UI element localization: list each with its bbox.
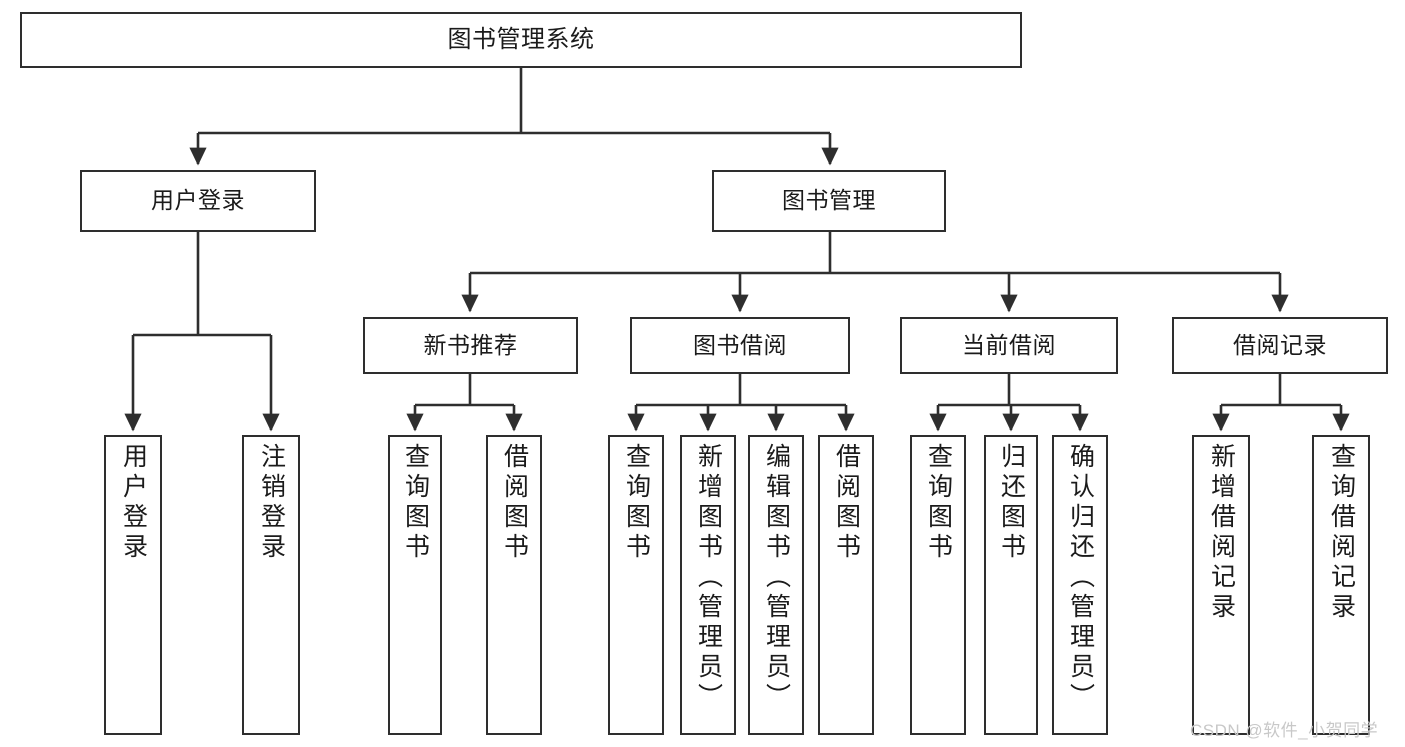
node-user-login[interactable]: 用户登录: [80, 170, 316, 232]
node-label: 当前借阅: [962, 331, 1056, 358]
node-label: 查询图书: [401, 443, 430, 563]
node-leaf-add-record[interactable]: 新增借阅记录: [1192, 435, 1250, 735]
node-label: 借阅记录: [1233, 331, 1327, 358]
node-borrow-record[interactable]: 借阅记录: [1172, 317, 1388, 374]
node-label: 查询图书: [924, 443, 953, 563]
node-label: 借阅图书: [500, 443, 529, 563]
node-label: 查询图书: [622, 443, 651, 563]
csdn-watermark: CSDN @软件_小贺同学: [1190, 721, 1379, 740]
node-label: 编辑图书（管理员）: [762, 443, 791, 713]
node-current-borrow[interactable]: 当前借阅: [900, 317, 1118, 374]
node-leaf-confirm-return[interactable]: 确认归还（管理员）: [1052, 435, 1108, 735]
node-leaf-borrow-book-1[interactable]: 借阅图书: [486, 435, 542, 735]
node-leaf-user-login[interactable]: 用户登录: [104, 435, 162, 735]
node-book-management[interactable]: 图书管理: [712, 170, 946, 232]
node-leaf-query-book-3[interactable]: 查询图书: [910, 435, 966, 735]
node-label: 确认归还（管理员）: [1066, 443, 1095, 713]
node-leaf-query-book-2[interactable]: 查询图书: [608, 435, 664, 735]
node-label: 用户登录: [119, 443, 148, 563]
node-new-book-recommend[interactable]: 新书推荐: [363, 317, 578, 374]
node-label: 图书借阅: [693, 331, 787, 358]
node-leaf-edit-book[interactable]: 编辑图书（管理员）: [748, 435, 804, 735]
node-label: 归还图书: [997, 443, 1026, 563]
node-label: 借阅图书: [832, 443, 861, 563]
node-label: 新书推荐: [423, 331, 518, 358]
node-leaf-return-book[interactable]: 归还图书: [984, 435, 1038, 735]
node-label: 图书管理: [782, 187, 876, 214]
node-leaf-add-book[interactable]: 新增图书（管理员）: [680, 435, 736, 735]
node-label: 注销登录: [257, 443, 286, 563]
node-leaf-query-book-1[interactable]: 查询图书: [388, 435, 442, 735]
node-label: 用户登录: [151, 187, 245, 214]
node-system-root[interactable]: 图书管理系统: [20, 12, 1022, 68]
node-leaf-borrow-book-2[interactable]: 借阅图书: [818, 435, 874, 735]
node-label: 查询借阅记录: [1327, 443, 1356, 623]
node-label: 图书管理系统: [447, 25, 595, 53]
node-book-borrow[interactable]: 图书借阅: [630, 317, 850, 374]
node-leaf-logout[interactable]: 注销登录: [242, 435, 300, 735]
node-label: 新增借阅记录: [1207, 443, 1236, 623]
node-label: 新增图书（管理员）: [694, 443, 723, 713]
node-leaf-query-record[interactable]: 查询借阅记录: [1312, 435, 1370, 735]
